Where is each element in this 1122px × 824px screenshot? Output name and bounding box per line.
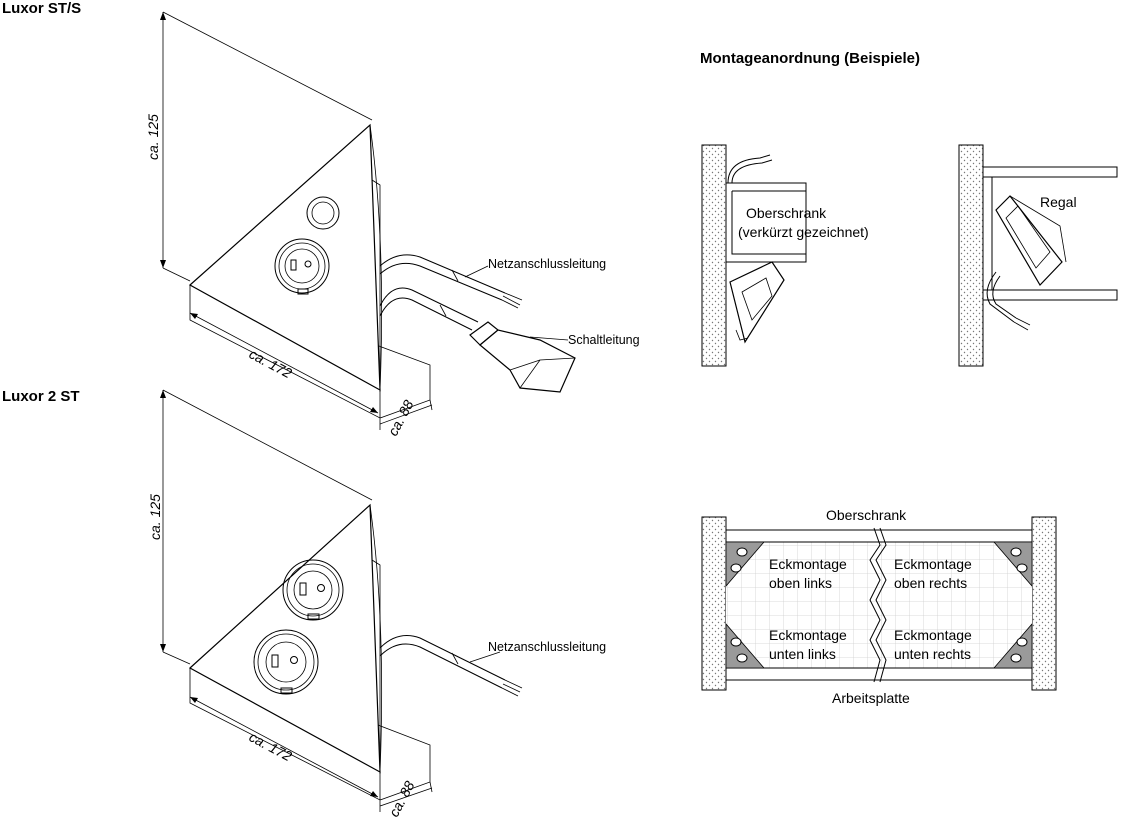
plug-icon xyxy=(469,321,576,393)
dimension-height xyxy=(160,389,373,665)
shelf-label: Regal xyxy=(1040,194,1077,210)
power-cable-label: Netzanschlussleitung xyxy=(488,257,606,271)
bottom-right-label-line2: unten rechts xyxy=(894,646,971,662)
bottom-left-label-line1: Eckmontage xyxy=(769,627,847,643)
device-body xyxy=(188,503,383,774)
corner-unit-bottom-right-icon xyxy=(993,622,1033,669)
dimension-width xyxy=(189,696,379,798)
wall xyxy=(958,144,984,367)
product-title: Luxor 2 ST xyxy=(2,388,80,405)
wall-right xyxy=(1031,516,1057,691)
upper-cabinet-note: (verkürzt gezeichnet) xyxy=(738,224,869,240)
light-unit-icon xyxy=(995,195,1067,286)
depth-dimension-label: ca. 88 xyxy=(386,778,418,819)
mounting-title: Montageanordnung (Beispiele) xyxy=(700,50,920,67)
corner-unit-top-right-icon xyxy=(993,541,1033,588)
wall-left xyxy=(701,516,727,691)
corner-top-label: Oberschrank xyxy=(826,507,907,523)
light-unit-icon xyxy=(729,261,785,344)
switch-cable xyxy=(379,287,479,331)
top-left-label-line1: Eckmontage xyxy=(769,556,847,572)
socket-upper-icon xyxy=(282,559,344,621)
dimension-width xyxy=(189,312,379,414)
depth-dimension-label: ca. 88 xyxy=(385,397,417,438)
power-cable xyxy=(379,635,523,697)
example-shelf xyxy=(958,144,1118,367)
bottom-left-label-line2: unten links xyxy=(769,646,836,662)
corner-unit-top-left-icon xyxy=(725,541,765,588)
socket-icon xyxy=(274,238,330,295)
upper-cabinet-label: Oberschrank xyxy=(746,205,827,221)
height-dimension-label: ca. 125 xyxy=(147,494,163,540)
top-right-label-line2: oben rechts xyxy=(894,575,967,591)
switch-cable-label: Schaltleitung xyxy=(568,333,640,347)
corner-unit-bottom-left-icon xyxy=(725,622,765,669)
bottom-right-label-line1: Eckmontage xyxy=(894,627,972,643)
dimension-height xyxy=(160,11,373,282)
dimension-depth xyxy=(379,781,433,812)
corner-bottom-label: Arbeitsplatte xyxy=(832,690,910,706)
top-left-label-line2: oben links xyxy=(769,575,832,591)
top-right-label-line1: Eckmontage xyxy=(894,556,972,572)
power-cable-label: Netzanschlussleitung xyxy=(488,640,606,654)
wall xyxy=(701,144,727,367)
dimension-depth xyxy=(379,399,433,430)
width-dimension-label: ca. 172 xyxy=(247,729,295,765)
height-dimension-label: ca. 125 xyxy=(145,114,161,160)
device-body xyxy=(188,123,383,392)
product-luxor-sts: Luxor ST/S xyxy=(2,0,640,438)
example-upper-cabinet xyxy=(701,144,807,367)
product-title: Luxor ST/S xyxy=(2,0,81,17)
mounting-section: Montageanordnung (Beispiele) Oberschrank… xyxy=(700,50,1118,706)
switch-button-icon xyxy=(306,196,340,230)
power-cable xyxy=(379,254,523,309)
device-back-plate xyxy=(189,285,431,419)
socket-lower-icon xyxy=(253,629,319,695)
corner-mounting-diagram: Oberschrank Arbeitsplatte xyxy=(701,507,1057,706)
product-luxor-2st: Luxor 2 ST xyxy=(2,388,606,819)
width-dimension-label: ca. 172 xyxy=(247,346,295,382)
